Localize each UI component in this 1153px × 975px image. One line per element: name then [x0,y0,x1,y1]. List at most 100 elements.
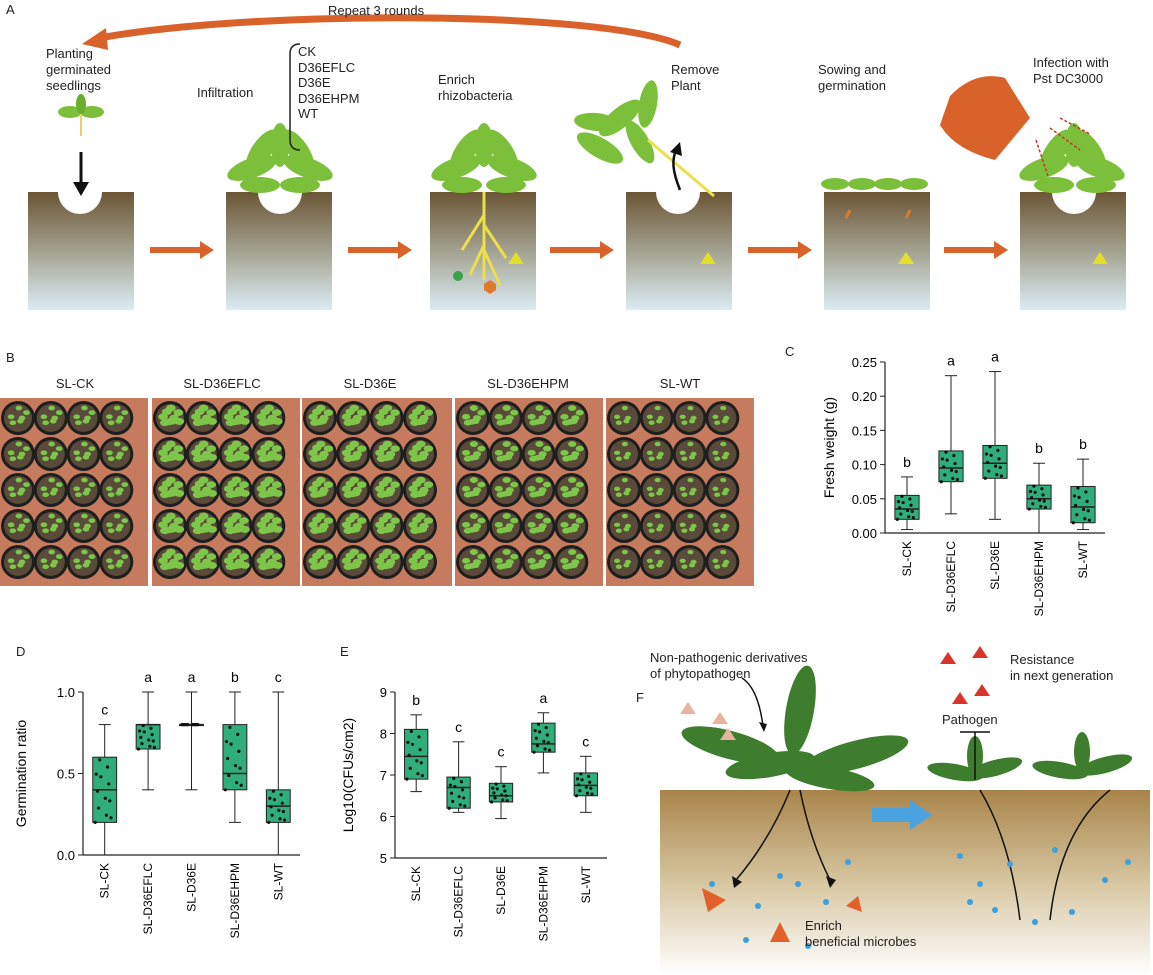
data-point [993,464,998,468]
data-point [546,740,551,745]
data-point [94,772,98,776]
spray-bottle-icon [940,76,1030,160]
data-point [109,816,113,820]
y-tick-label: 0.25 [852,355,877,370]
significance-letter: b [412,692,420,708]
x-tick-label: SL-D36EFLC [944,541,958,613]
data-point [272,797,277,802]
data-point [988,445,992,449]
data-point [945,458,949,462]
significance-letter: a [144,669,152,685]
data-point [229,742,233,746]
data-point [494,782,498,786]
data-point [1086,509,1090,513]
data-point [940,457,945,461]
data-point [535,744,540,748]
data-point [1085,499,1089,503]
pot-6 [1020,192,1126,310]
data-point [103,796,107,800]
data-point [1039,504,1043,509]
data-point [545,733,549,737]
data-point [585,791,590,795]
data-point [415,759,419,763]
data-point [895,517,899,521]
data-point [495,787,499,791]
x-tick-label: SL-D36EHPM [1032,541,1046,616]
data-point [983,476,987,480]
x-tick-label: SL-D36EFLC [141,863,155,935]
data-point [99,775,103,779]
data-point [279,793,283,797]
microbes-triangles [702,888,862,942]
data-point [901,500,905,505]
data-point [536,722,541,726]
data-point [227,773,231,778]
data-point [490,800,494,804]
data-point [491,786,495,790]
data-point [1076,486,1080,490]
data-point [909,503,913,507]
y-tick-label: 0.0 [57,848,75,863]
tray-photo-3 [302,398,452,586]
data-point [142,730,146,734]
panel-label-c: C [785,344,795,359]
rosette-plant-6 [1019,123,1125,193]
y-tick-label: 9 [380,685,387,700]
x-tick-label: SL-WT [1076,540,1090,578]
data-point [584,785,588,789]
y-axis-label: Germination ratio [13,720,29,828]
data-point [1033,490,1037,494]
data-point [267,820,271,824]
data-point [1087,518,1091,522]
y-axis-label: Log10(CFUs/cm2) [340,718,356,832]
treatment-list: CK D36EFLC D36E D36EHPM WT [298,44,359,122]
data-point [492,791,496,795]
label-pathogen: Pathogen [942,712,998,727]
data-point [575,777,580,781]
data-point [140,742,144,746]
treatment-d36e: D36E [298,75,331,90]
panel-label-e: E [340,644,349,659]
data-point [147,738,151,742]
data-point [419,761,423,765]
data-point [148,744,152,748]
seedling-icon [58,94,104,136]
y-tick-label: 0.00 [852,526,877,541]
pot-5 [824,192,930,310]
data-point [1081,507,1086,511]
data-point [899,512,903,516]
y-tick-label: 0.10 [852,458,877,473]
data-point [449,791,454,795]
x-tick-label: SL-D36EFLC [452,866,466,938]
y-tick-label: 0.05 [852,492,877,507]
data-point [984,452,989,456]
significance-letter: a [540,690,548,706]
microbe-orange-hex [484,280,496,294]
data-point [986,460,990,465]
data-point [953,461,957,466]
data-point [448,783,452,787]
x-tick-label: SL-D36EHPM [228,863,242,938]
step-label-remove: Remove Plant [671,62,720,93]
significance-letter: a [947,353,955,369]
x-tick-label: SL-D36E [988,541,1002,590]
group-label-sl-ck: SL-CK [55,376,95,391]
data-point [462,796,466,800]
data-point [534,736,538,740]
y-tick-label: 0.5 [57,767,75,782]
data-point [235,781,239,785]
data-point [1075,513,1079,517]
small-plants-icon [927,732,1133,782]
data-point [951,476,955,480]
panel-label-f: F [636,690,644,705]
data-point [238,766,242,770]
data-point [997,457,1001,461]
data-point [237,749,241,753]
panel-label-b: B [6,350,15,365]
data-point [505,799,509,803]
data-point [944,450,948,454]
data-point [501,798,505,802]
data-point [283,818,287,822]
